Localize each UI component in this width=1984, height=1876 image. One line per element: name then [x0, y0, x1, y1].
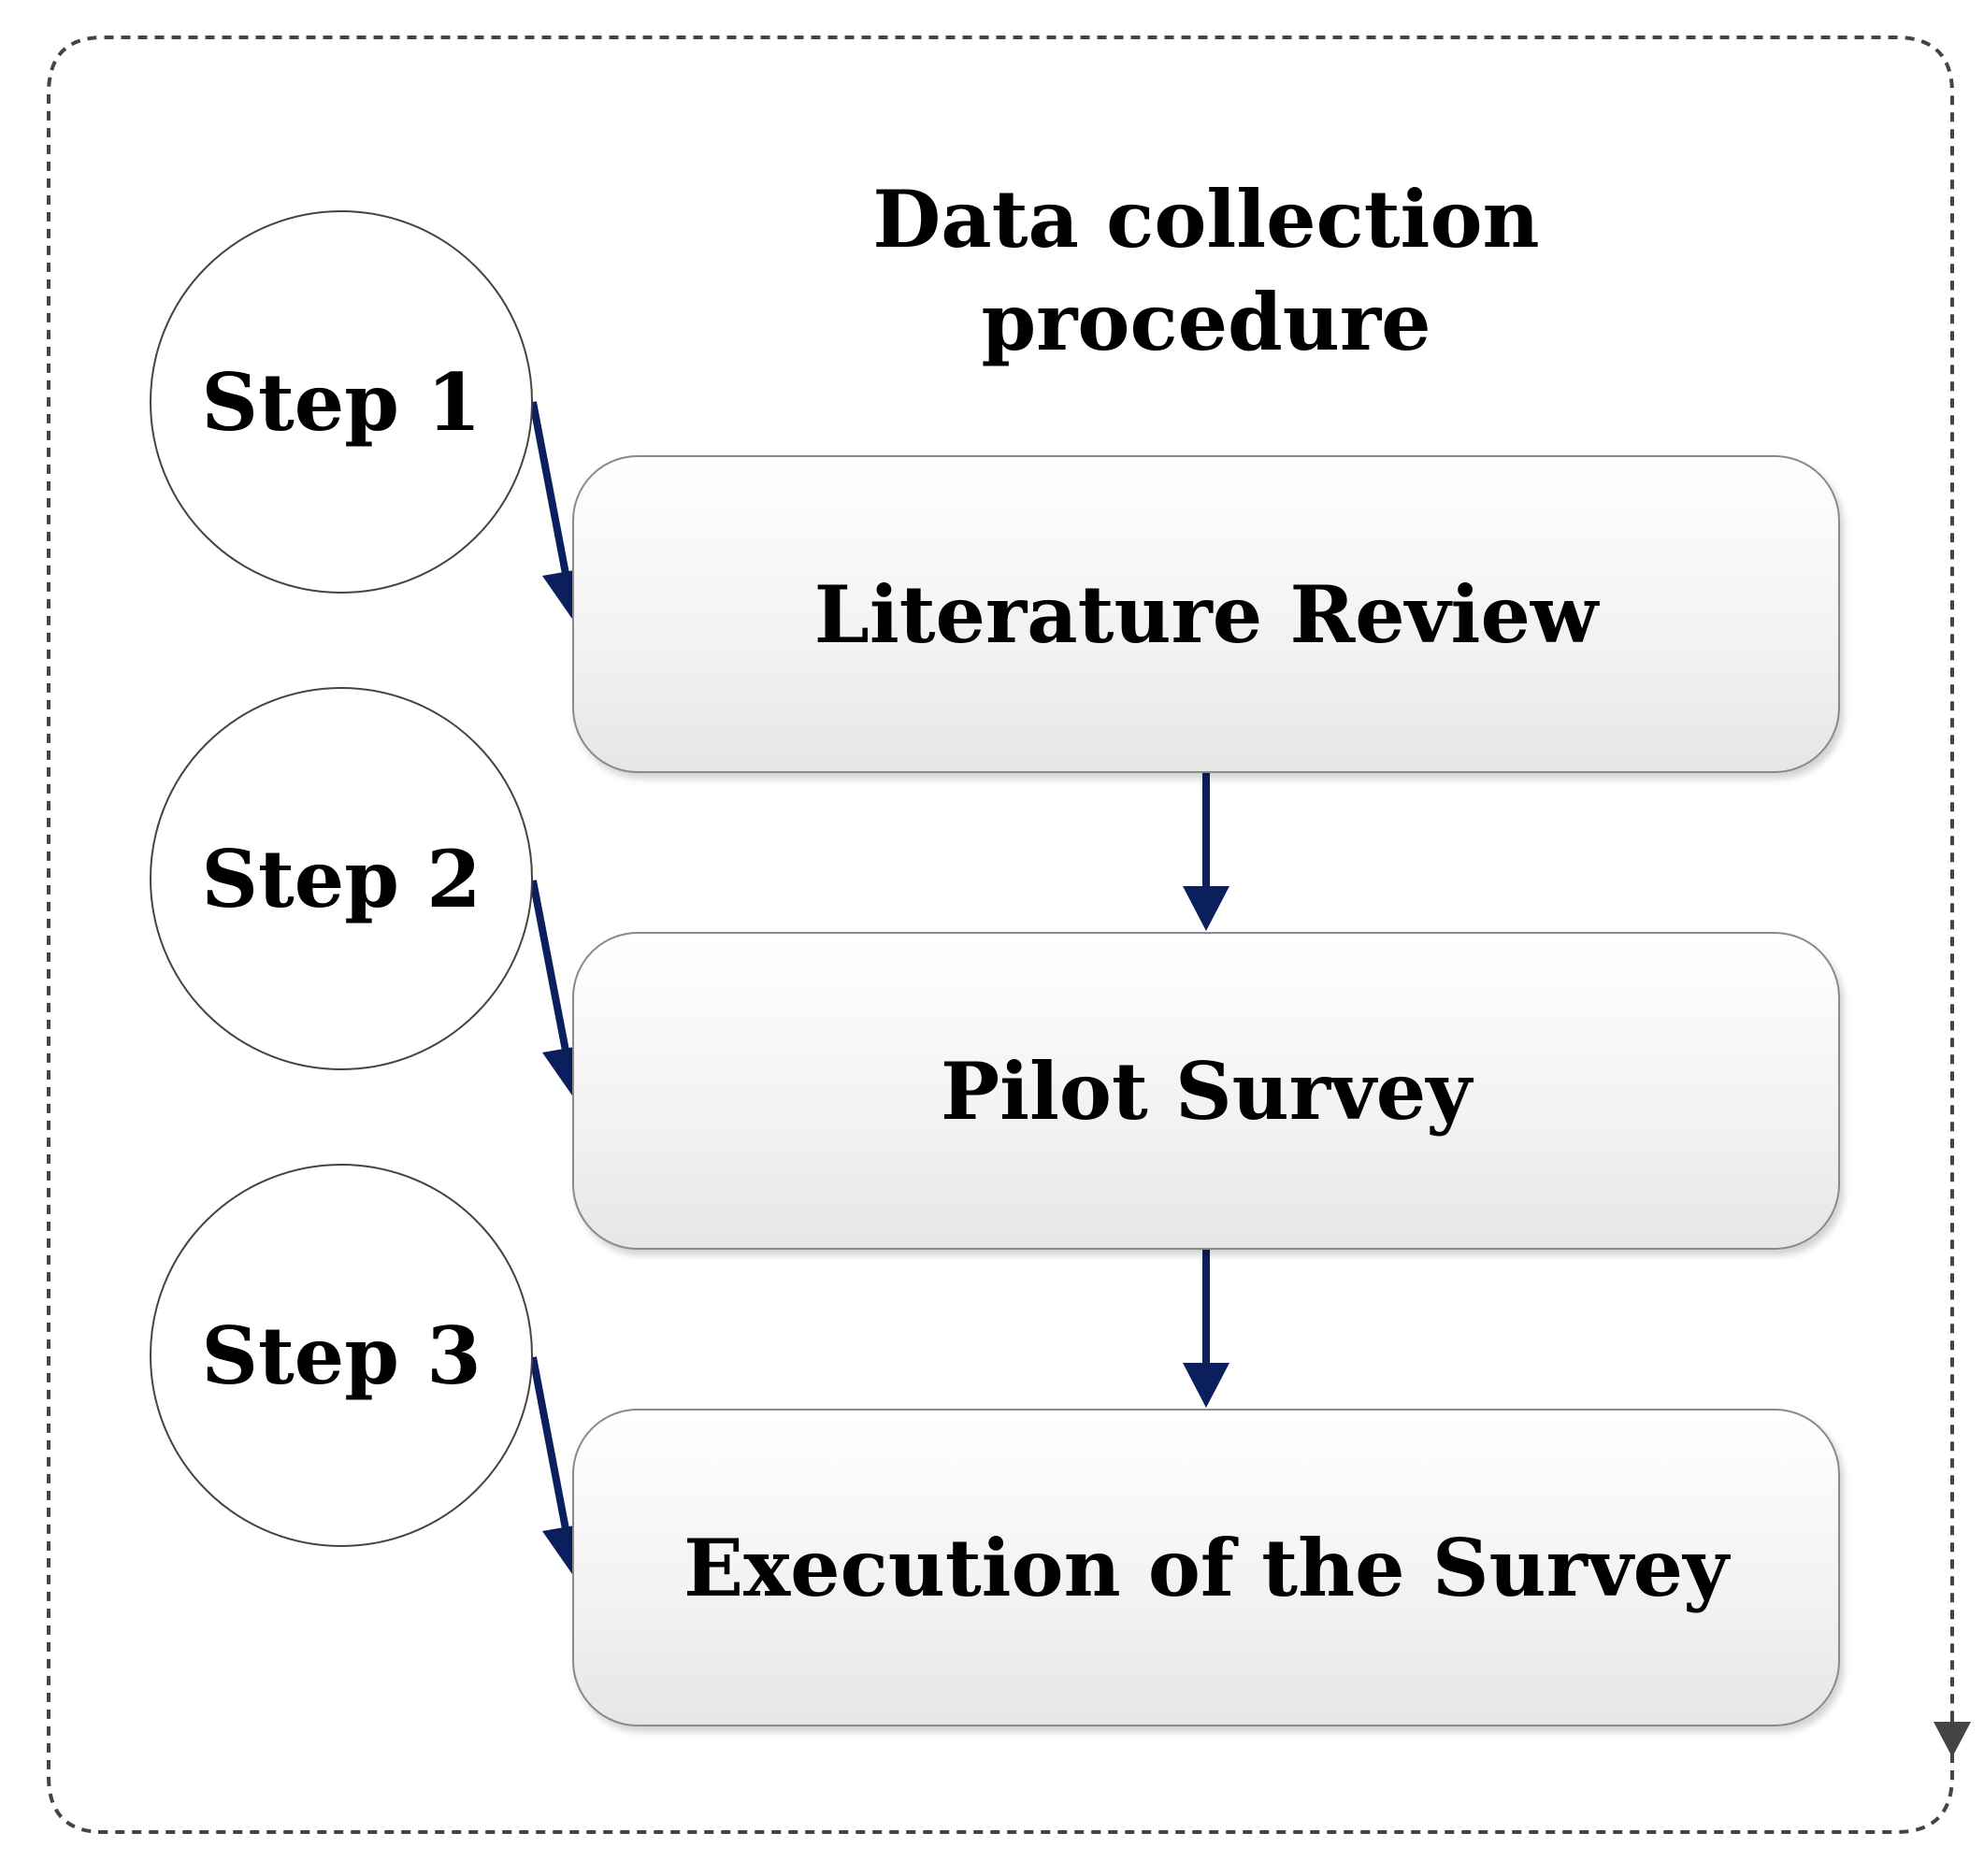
outer-border-arrowhead — [1934, 1722, 1971, 1757]
stage-box-execution-of-survey: Execution of the Survey — [572, 1409, 1840, 1726]
stage2-to-stage3-arrowhead — [1183, 1363, 1229, 1408]
outer-dashed-border — [47, 36, 1954, 1834]
step-2-circle: Step 2 — [150, 687, 533, 1070]
step1-arrow — [529, 401, 574, 599]
step-3-label: Step 3 — [201, 1309, 482, 1402]
stage-box-pilot-survey: Pilot Survey — [572, 932, 1840, 1250]
step-3-circle: Step 3 — [150, 1164, 533, 1547]
stage1-to-stage2-arrowhead — [1183, 886, 1229, 931]
stage-box-literature-review: Literature Review — [572, 455, 1840, 773]
stage-3-label: Execution of the Survey — [683, 1521, 1729, 1614]
diagram-title: Data collection procedure — [872, 173, 1540, 368]
step3-arrow — [529, 1356, 574, 1554]
step-1-label: Step 1 — [201, 355, 482, 449]
step-2-label: Step 2 — [201, 832, 482, 925]
step-1-circle: Step 1 — [150, 210, 533, 594]
stage-1-label: Literature Review — [813, 567, 1599, 661]
stage-2-label: Pilot Survey — [940, 1044, 1473, 1138]
step2-arrow — [529, 880, 574, 1076]
